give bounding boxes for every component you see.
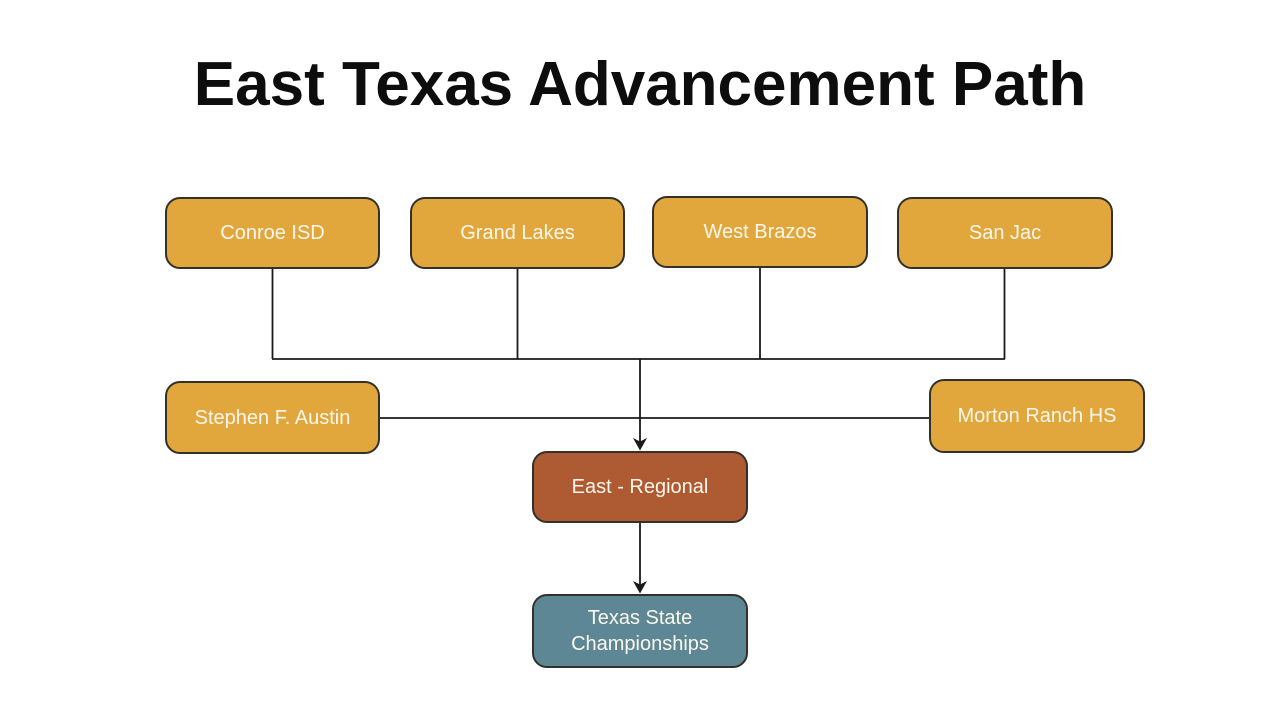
node-label: Stephen F. Austin [194, 406, 351, 429]
node-label: Texas State Championships [571, 607, 709, 655]
page-title: East Texas Advancement Path [193, 50, 1087, 119]
node-west-brazos: West Brazos [652, 196, 868, 268]
node-texas-state-championships: Texas State Championships [532, 594, 748, 668]
node-morton-ranch-hs: Morton Ranch HS [929, 379, 1145, 453]
node-stephen-f-austin: Stephen F. Austin [165, 381, 380, 454]
node-label: Morton Ranch HS [957, 405, 1117, 427]
arrowhead-texas-state [633, 581, 647, 594]
node-san-jac: San Jac [897, 197, 1113, 269]
node-label: Conroe ISD [220, 222, 325, 244]
node-grand-lakes: Grand Lakes [410, 197, 625, 269]
node-label: Grand Lakes [460, 222, 575, 244]
node-conroe-isd: Conroe ISD [165, 197, 380, 269]
node-east-regional: East - Regional [532, 451, 748, 523]
node-label: West Brazos [703, 221, 817, 243]
arrowhead-east-regional [633, 438, 647, 451]
node-label: San Jac [968, 222, 1042, 244]
node-label: East - Regional [571, 476, 709, 498]
